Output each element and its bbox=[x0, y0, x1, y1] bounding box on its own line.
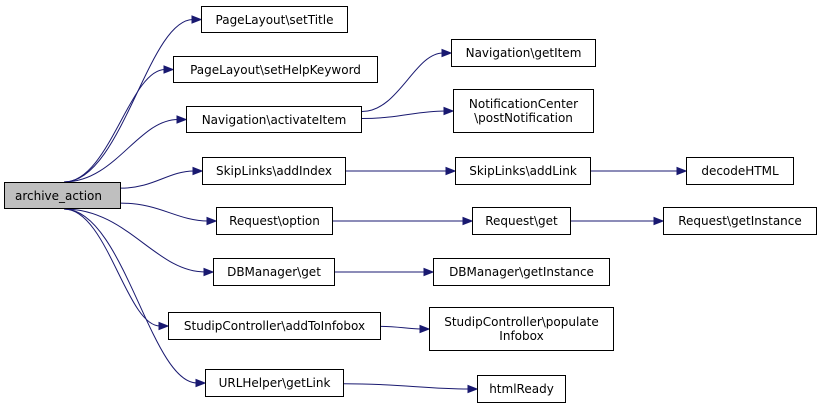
edge-n_addinfo-n_populate bbox=[380, 325, 422, 330]
arrowhead-n_populate bbox=[419, 324, 431, 334]
arrowhead-n_notif bbox=[443, 106, 455, 116]
node-label: Request\getInstance bbox=[678, 214, 802, 228]
node-label-line-2: Infobox bbox=[499, 329, 544, 343]
node-studipcontroller-addtoinfobox[interactable]: StudipController\addToInfobox bbox=[168, 312, 381, 340]
node-label-line-1: StudipController\populate bbox=[444, 315, 599, 329]
node-label: decodeHTML bbox=[701, 164, 779, 178]
node-navigation-activateitem[interactable]: Navigation\activateItem bbox=[186, 106, 362, 133]
arrowhead-n_option bbox=[206, 216, 218, 226]
arrowhead-n_addlink bbox=[445, 166, 457, 176]
node-pagelayout-settitle[interactable]: PageLayout\setTitle bbox=[201, 6, 348, 33]
edge-root-n_addindex bbox=[120, 170, 195, 189]
node-pagelayout-sethelpkeyword[interactable]: PageLayout\setHelpKeyword bbox=[173, 56, 378, 83]
arrowhead-n_decode bbox=[676, 166, 688, 176]
arrowhead-n_html bbox=[467, 384, 479, 394]
node-label: Navigation\activateItem bbox=[201, 112, 347, 127]
arrowhead-n_dbget bbox=[203, 267, 215, 277]
edge-root-n_option bbox=[120, 202, 209, 222]
edge-root-n_getlink bbox=[63, 208, 198, 384]
node-decodehtml[interactable]: decodeHTML bbox=[686, 157, 794, 185]
edge-root-n_activate bbox=[63, 119, 179, 183]
arrowhead-n_reqget bbox=[462, 216, 474, 226]
node-skiplinks-addindex[interactable]: SkipLinks\addIndex bbox=[202, 157, 346, 185]
edge-n_getlink-n_html bbox=[343, 383, 470, 390]
edge-n_activate-n_getitem bbox=[361, 52, 444, 113]
node-label: StudipController\addToInfobox bbox=[183, 319, 366, 333]
edge-n_activate-n_notif bbox=[361, 110, 446, 119]
node-navigation-getitem[interactable]: Navigation\getItem bbox=[451, 39, 596, 67]
node-label: htmlReady bbox=[489, 382, 554, 396]
node-label: PageLayout\setTitle bbox=[215, 12, 334, 27]
node-label: Request\get bbox=[485, 214, 558, 228]
node-label-line-1: NotificationCenter bbox=[468, 97, 579, 111]
node-urlhelper-getlink[interactable]: URLHelper\getLink bbox=[205, 369, 344, 397]
arrowhead-n_addindex bbox=[192, 166, 204, 176]
node-htmlready[interactable]: htmlReady bbox=[477, 375, 566, 403]
node-label: URLHelper\getLink bbox=[218, 376, 331, 390]
node-label: SkipLinks\addLink bbox=[469, 164, 577, 178]
arrowhead-n_addinfo bbox=[158, 321, 170, 331]
node-label: archive_action bbox=[15, 188, 102, 203]
edge-root-n_sethelp bbox=[63, 69, 166, 183]
arrowhead-n_getitem bbox=[441, 48, 453, 58]
edge-root-n_settitle bbox=[63, 19, 194, 183]
edge-root-n_addinfo bbox=[63, 208, 161, 327]
node-request-getinstance[interactable]: Request\getInstance bbox=[663, 207, 817, 235]
node-label: DBManager\get bbox=[227, 265, 321, 279]
edge-root-n_dbget bbox=[63, 208, 206, 273]
arrowhead-n_dbinst bbox=[423, 267, 435, 277]
node-studipcontroller-populateinfobox[interactable]: StudipController\populate Infobox bbox=[429, 307, 614, 351]
node-request-option[interactable]: Request\option bbox=[216, 207, 333, 235]
node-archive-action: archive_action bbox=[4, 182, 121, 209]
arrowhead-n_sethelp bbox=[163, 65, 175, 74]
node-label: Navigation\getItem bbox=[465, 46, 582, 60]
arrowhead-n_settitle bbox=[191, 15, 203, 24]
node-label: Request\option bbox=[229, 214, 320, 228]
node-label: SkipLinks\addIndex bbox=[215, 164, 332, 178]
node-request-get[interactable]: Request\get bbox=[472, 207, 571, 235]
node-dbmanager-get[interactable]: DBManager\get bbox=[213, 258, 335, 286]
arrowhead-n_activate bbox=[176, 115, 188, 124]
arrowhead-n_getlink bbox=[195, 378, 207, 388]
node-notificationcenter-postnotification[interactable]: NotificationCenter \postNotification bbox=[453, 89, 594, 133]
node-skiplinks-addlink[interactable]: SkipLinks\addLink bbox=[455, 157, 591, 185]
node-label: DBManager\getInstance bbox=[449, 265, 594, 279]
arrowhead-n_reqinst bbox=[653, 216, 665, 226]
node-label-line-2: \postNotification bbox=[474, 111, 573, 125]
node-dbmanager-getinstance[interactable]: DBManager\getInstance bbox=[433, 258, 610, 286]
node-label: PageLayout\setHelpKeyword bbox=[190, 62, 361, 77]
